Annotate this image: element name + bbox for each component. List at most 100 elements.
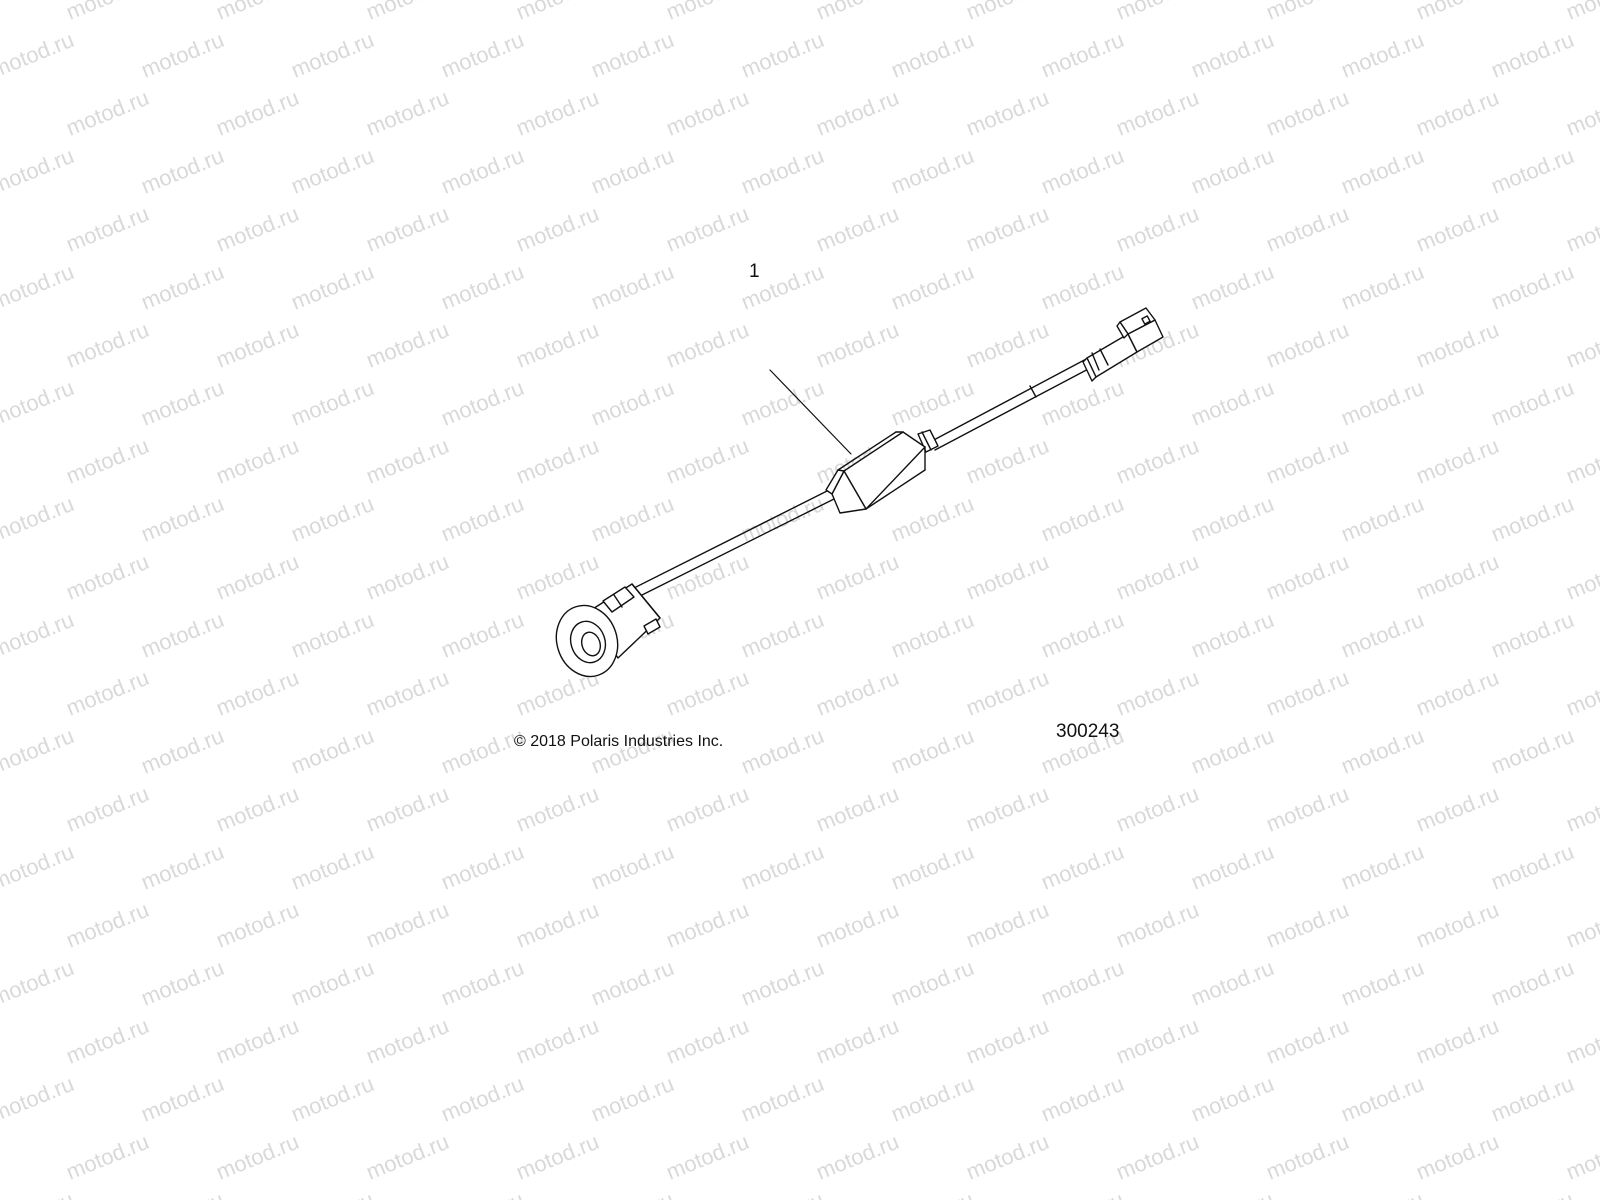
watermark: motod.ru — [1113, 1013, 1203, 1069]
watermark: motod.ru — [1563, 1129, 1600, 1185]
watermark: motod.ru — [1188, 839, 1278, 895]
watermark: motod.ru — [1188, 143, 1278, 199]
watermark: motod.ru — [663, 549, 753, 605]
watermark: motod.ru — [738, 1071, 828, 1127]
watermark: motod.ru — [213, 317, 303, 373]
watermark: motod.ru — [513, 1129, 603, 1185]
watermark: motod.ru — [0, 0, 2, 25]
watermark: motod.ru — [813, 665, 903, 721]
watermark: motod.ru — [288, 375, 378, 431]
watermark: motod.ru — [1488, 375, 1578, 431]
watermark: motod.ru — [1338, 839, 1428, 895]
sensor-head — [555, 583, 661, 678]
watermark: motod.ru — [213, 85, 303, 141]
watermark: motod.ru — [363, 665, 453, 721]
watermark: motod.ru — [1038, 1187, 1128, 1200]
watermark: motod.ru — [213, 0, 303, 25]
watermark: motod.ru — [138, 491, 228, 547]
watermark: motod.ru — [288, 259, 378, 315]
watermark: motod.ru — [963, 665, 1053, 721]
watermark: motod.ru — [1188, 259, 1278, 315]
watermark: motod.ru — [1113, 433, 1203, 489]
watermark: motod.ru — [513, 1013, 603, 1069]
watermark: motod.ru — [1338, 1187, 1428, 1200]
watermark: motod.ru — [1113, 201, 1203, 257]
watermark: motod.ru — [288, 955, 378, 1011]
watermark: motod.ru — [888, 1071, 978, 1127]
watermark: motod.ru — [738, 27, 828, 83]
watermark: motod.ru — [1413, 665, 1503, 721]
watermark: motod.ru — [438, 955, 528, 1011]
watermark: motod.ru — [888, 839, 978, 895]
watermark: motod.ru — [588, 491, 678, 547]
watermark: motod.ru — [738, 607, 828, 663]
watermark: motod.ru — [288, 1071, 378, 1127]
watermark: motod.ru — [63, 781, 153, 837]
watermark: motod.ru — [813, 897, 903, 953]
watermark: motod.ru — [1338, 491, 1428, 547]
watermark: motod.ru — [513, 85, 603, 141]
watermark: motod.ru — [513, 201, 603, 257]
watermark: motod.ru — [1113, 1129, 1203, 1185]
watermark: motod.ru — [1413, 201, 1503, 257]
watermark: motod.ru — [588, 955, 678, 1011]
watermark: motod.ru — [1488, 259, 1578, 315]
watermark: motod.ru — [888, 723, 978, 779]
watermark: motod.ru — [888, 259, 978, 315]
watermark: motod.ru — [1413, 0, 1503, 25]
watermark: motod.ru — [663, 1129, 753, 1185]
watermark: motod.ru — [1188, 375, 1278, 431]
watermark: motod.ru — [963, 85, 1053, 141]
watermark: motod.ru — [1188, 491, 1278, 547]
watermark: motod.ru — [1263, 85, 1353, 141]
watermark: motod.ru — [1263, 0, 1353, 25]
watermark: motod.ru — [963, 897, 1053, 953]
watermark: motod.ru — [363, 201, 453, 257]
watermark: motod.ru — [1113, 549, 1203, 605]
watermark: motod.ru — [1188, 607, 1278, 663]
watermark: motod.ru — [138, 955, 228, 1011]
watermark: motod.ru — [63, 1013, 153, 1069]
watermark: motod.ru — [0, 607, 77, 663]
callout-leader — [769, 369, 852, 455]
harness-illustration — [555, 307, 1164, 678]
watermark: motod.ru — [63, 0, 153, 25]
watermark: motod.ru — [363, 1013, 453, 1069]
watermark: motod.ru — [1413, 897, 1503, 953]
watermark: motod.ru — [963, 201, 1053, 257]
watermark: motod.ru — [0, 781, 2, 837]
watermark: motod.ru — [213, 549, 303, 605]
watermark: motod.ru — [663, 897, 753, 953]
watermark: motod.ru — [288, 491, 378, 547]
watermark: motod.ru — [1188, 1071, 1278, 1127]
cable-upper — [929, 356, 1095, 451]
watermark: motod.ru — [1038, 839, 1128, 895]
watermark: motod.ru — [438, 375, 528, 431]
copyright-notice: © 2018 Polaris Industries Inc. — [514, 733, 724, 750]
watermark: motod.ru — [438, 143, 528, 199]
watermark: motod.ru — [0, 85, 2, 141]
watermark: motod.ru — [1263, 433, 1353, 489]
watermark: motod.ru — [738, 723, 828, 779]
cable-lower — [629, 486, 841, 599]
watermark: motod.ru — [63, 1129, 153, 1185]
watermark: motod.ru — [1263, 317, 1353, 373]
watermark: motod.ru — [438, 839, 528, 895]
watermark: motod.ru — [363, 549, 453, 605]
watermark: motod.ru — [1413, 317, 1503, 373]
watermark: motod.ru — [63, 897, 153, 953]
watermark: motod.ru — [288, 607, 378, 663]
watermark: motod.ru — [663, 317, 753, 373]
watermark: motod.ru — [813, 781, 903, 837]
watermark: motod.ru — [1563, 549, 1600, 605]
watermark: motod.ru — [663, 0, 753, 25]
watermark: motod.ru — [1038, 259, 1128, 315]
watermark: motod.ru — [1563, 897, 1600, 953]
watermark: motod.ru — [1488, 955, 1578, 1011]
watermark: motod.ru — [1488, 1071, 1578, 1127]
watermark: motod.ru — [513, 317, 603, 373]
watermark: motod.ru — [813, 1013, 903, 1069]
watermark: motod.ru — [513, 0, 603, 25]
watermark: motod.ru — [1413, 781, 1503, 837]
